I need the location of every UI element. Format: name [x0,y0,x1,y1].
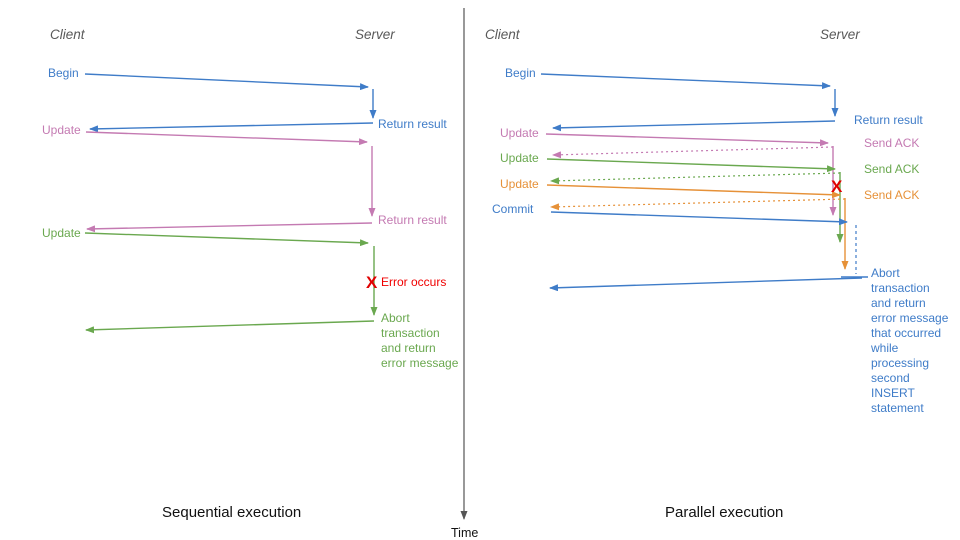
right-send-ack-1-label: Send ACK [864,136,919,150]
right-abort-line: INSERT [871,386,915,400]
right-update-3-arrow [546,184,841,199]
right-abort-text: Abort transaction and return error messa… [870,266,949,415]
right-error-x-icon: X [831,177,843,196]
right-send-ack-2-label: Send ACK [864,162,919,176]
right-commit-label: Commit [492,202,534,216]
left-update-2-arrow [84,232,369,247]
right-update-1-arrow [545,133,829,147]
right-abort-line: error message [871,311,949,325]
right-begin-arrow [540,73,831,90]
right-abort-line: while [870,341,899,355]
left-return-result-2-arrow [86,222,373,233]
right-abort-line: and return [871,296,926,310]
right-abort-line: statement [871,401,924,415]
right-return-result-label: Return result [854,113,923,127]
left-return-result-1-label: Return result [378,117,447,131]
right-abort-line: transaction [871,281,930,295]
left-update-1-label: Update [42,123,81,137]
right-send-ack-2-arrow [550,172,841,185]
time-axis-label: Time [451,526,478,540]
left-error-x-icon: X [366,273,378,292]
left-begin-label: Begin [48,66,79,80]
right-begin-label: Begin [505,66,536,80]
right-abort-line: second [871,371,910,385]
right-abort-line: that occurred [871,326,941,340]
right-send-ack-1-arrow [552,146,834,159]
right-return-result-arrow [552,120,836,132]
right-abort-line: Abort [871,266,900,280]
left-abort-line: transaction [381,326,440,340]
right-update-2-label: Update [500,151,539,165]
left-return-result-1-arrow [89,122,374,133]
left-return-result-2-label: Return result [378,213,447,227]
left-client-header: Client [50,27,86,42]
left-error-label: Error occurs [381,275,446,289]
time-axis: Time [451,8,478,540]
right-send-ack-3-label: Send ACK [864,188,919,202]
left-abort-line: error message [381,356,459,370]
sequential-panel: Client Server Begin Return result Update… [42,27,459,521]
left-abort-arrow [85,320,375,334]
left-update-2-label: Update [42,226,81,240]
left-abort-line: Abort [381,311,410,325]
left-abort-text: Abort transaction and return error messa… [381,311,459,370]
right-send-ack-3-arrow [550,198,846,211]
left-update-1-arrow [85,131,368,146]
right-update-2-arrow [546,158,836,173]
right-update-3-label: Update [500,177,539,191]
right-server-header: Server [820,27,860,42]
left-abort-line: and return [381,341,436,355]
right-client-header: Client [485,27,521,42]
right-commit-arrow [550,211,848,226]
left-begin-arrow [84,73,369,91]
left-caption: Sequential execution [162,504,301,521]
parallel-panel: Client Server Begin Return result Update… [485,27,949,521]
left-server-header: Server [355,27,395,42]
right-abort-arrow [549,277,863,292]
right-abort-line: processing [871,356,929,370]
right-update-1-label: Update [500,126,539,140]
right-caption: Parallel execution [665,504,783,521]
